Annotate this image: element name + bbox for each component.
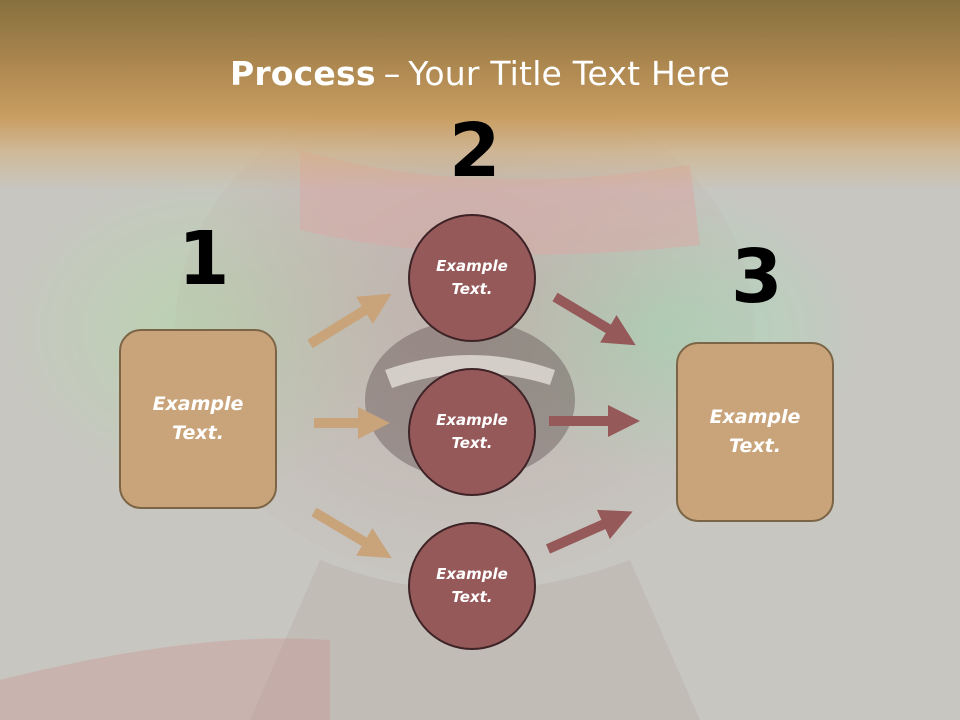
circle-middle: Example Text.: [408, 368, 536, 496]
title-bold: Process: [229, 54, 376, 93]
title-band: [0, 0, 960, 190]
title-dash: –: [383, 54, 401, 93]
circle-bottom-line-1: Example: [436, 565, 508, 583]
slide-title: Process–Your Title Text Here: [0, 52, 960, 96]
step-number-3: 3: [731, 234, 783, 320]
right-box-line-2: Text.: [729, 435, 781, 457]
circle-top-line-2: Text.: [451, 280, 493, 298]
circle-top: Example Text.: [408, 214, 536, 342]
title-rest: Your Title Text Here: [408, 54, 731, 93]
right-text-box: Example Text.: [676, 342, 834, 522]
left-text-box: Example Text.: [119, 329, 277, 509]
left-box-line-1: Example: [152, 393, 244, 415]
step-number-1: 1: [178, 216, 230, 302]
circle-middle-line-1: Example: [436, 411, 508, 429]
circle-top-line-1: Example: [436, 257, 508, 275]
circle-bottom-line-2: Text.: [451, 588, 493, 606]
circle-middle-line-2: Text.: [451, 434, 493, 452]
arrow-right-top: [552, 292, 636, 346]
right-box-line-1: Example: [709, 406, 801, 428]
circle-bottom: Example Text.: [408, 522, 536, 650]
arrow-left-bottom: [311, 507, 392, 559]
step-number-2: 2: [449, 108, 501, 194]
arrow-left-top: [307, 293, 392, 349]
left-box-line-2: Text.: [172, 422, 224, 444]
arrow-right-bottom: [545, 509, 633, 554]
